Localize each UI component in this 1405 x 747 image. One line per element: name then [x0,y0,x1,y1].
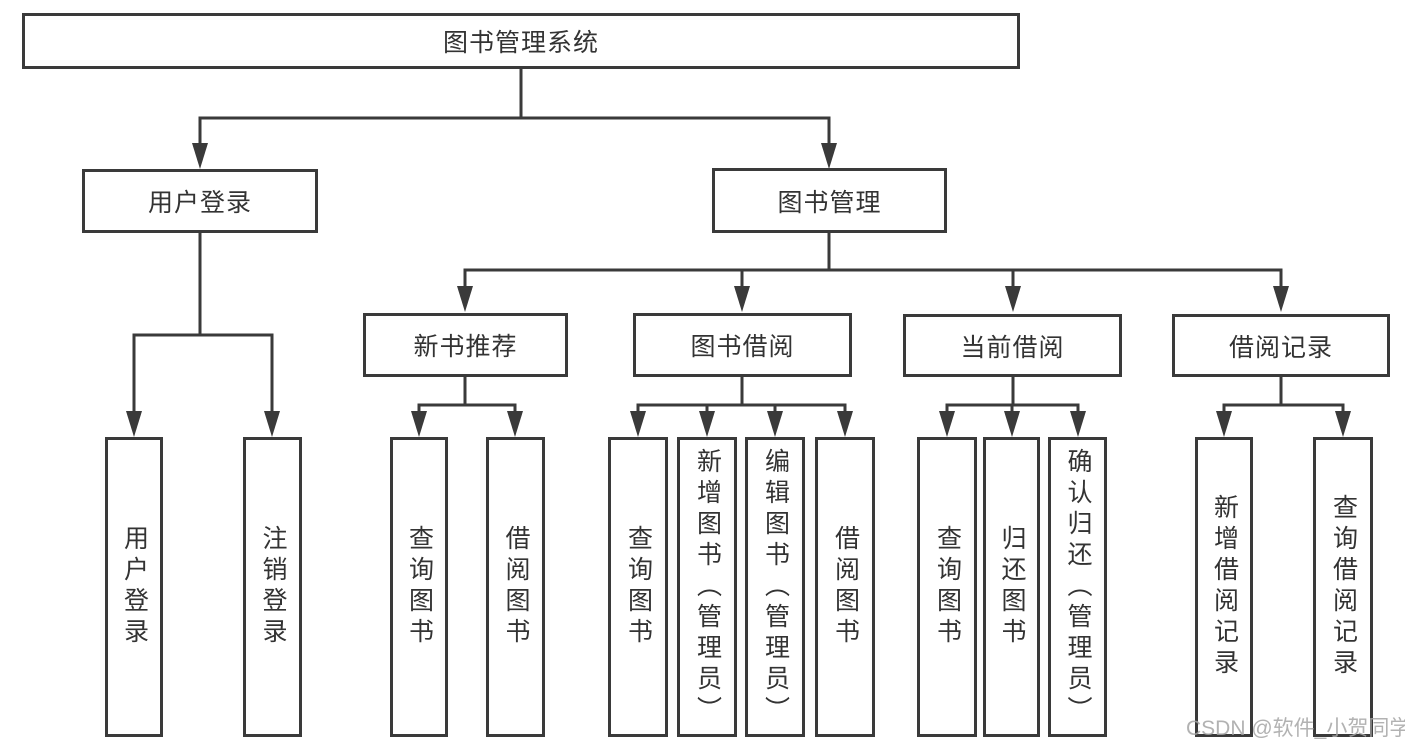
leaf-label: 查询图书 [624,525,653,649]
connector-root-to-level2 [192,68,837,169]
leaf-label: 新增图书（管理员） [693,447,722,727]
leaf-label: 新增借阅记录 [1210,494,1239,680]
leaf-query-books-recommend: 查询图书 [390,437,448,737]
leaf-edit-books-admin: 编辑图书（管理员） [745,437,805,737]
node-label: 图书管理 [777,188,882,217]
node-current-borrow: 当前借阅 [903,314,1122,377]
arrowhead [507,411,523,437]
arrowhead [1070,411,1086,437]
arrowhead [734,286,750,312]
node-label: 当前借阅 [960,333,1065,362]
connector-book-borrow-branch [630,377,853,437]
leaf-add-borrow-record: 新增借阅记录 [1195,437,1253,737]
leaf-return-books: 归还图书 [983,437,1040,737]
arrowhead [1335,411,1351,437]
arrowhead [457,286,473,312]
leaf-confirm-return-admin: 确认归还（管理员） [1048,437,1107,737]
leaf-query-books-current: 查询图书 [917,437,977,737]
node-borrow-records: 借阅记录 [1172,314,1390,377]
arrowhead [821,143,837,169]
arrowhead [411,411,427,437]
arrowhead [1004,411,1020,437]
leaf-user-login: 用户登录 [105,437,163,737]
leaf-label: 查询图书 [405,525,434,649]
node-label: 借阅记录 [1228,333,1333,362]
arrowhead [1005,286,1021,312]
node-new-book-recommend: 新书推荐 [363,313,568,377]
node-label: 用户登录 [147,189,252,217]
leaf-logout: 注销登录 [243,437,302,737]
leaf-label: 确认归还（管理员） [1064,447,1092,727]
connector-current-borrow-branch [939,377,1086,437]
node-library-management-system: 图书管理系统 [22,13,1020,69]
leaf-query-books-borrow: 查询图书 [608,437,668,737]
leaf-label: 借阅图书 [502,525,530,649]
csdn-watermark: CSDN @软件_小贺同学 [1186,717,1405,740]
node-label: 新书推荐 [413,333,518,361]
leaf-query-borrow-record: 查询借阅记录 [1313,437,1373,737]
arrowhead [699,411,715,437]
leaf-label: 借阅图书 [831,525,860,649]
leaf-borrow-books-recommend: 借阅图书 [486,437,545,737]
connector-borrow-records-branch [1216,377,1351,437]
leaf-borrow-books: 借阅图书 [815,437,875,737]
connector-new-book-recommend-branch [411,377,523,437]
arrowhead [939,411,955,437]
node-book-management: 图书管理 [712,168,947,233]
leaf-label: 查询图书 [933,525,962,649]
arrowhead [1216,411,1232,437]
arrowhead [126,411,142,437]
connector-book-management-branch [457,233,1289,312]
leaf-label: 归还图书 [998,525,1026,649]
node-book-borrow: 图书借阅 [633,313,852,377]
connector-user-login-branch [126,233,280,437]
node-label: 图书管理系统 [442,29,599,57]
node-user-login: 用户登录 [82,169,318,233]
leaf-label: 编辑图书（管理员） [761,447,790,727]
arrowhead [767,411,783,437]
arrowhead [1273,286,1289,312]
arrowhead [264,411,280,437]
leaf-add-books-admin: 新增图书（管理员） [677,437,737,737]
node-label: 图书借阅 [690,333,795,361]
arrowhead [630,411,646,437]
arrowhead [837,411,853,437]
leaf-label: 注销登录 [259,525,287,649]
arrowhead [192,143,208,169]
leaf-label: 查询借阅记录 [1329,494,1358,680]
leaf-label: 用户登录 [120,525,149,649]
